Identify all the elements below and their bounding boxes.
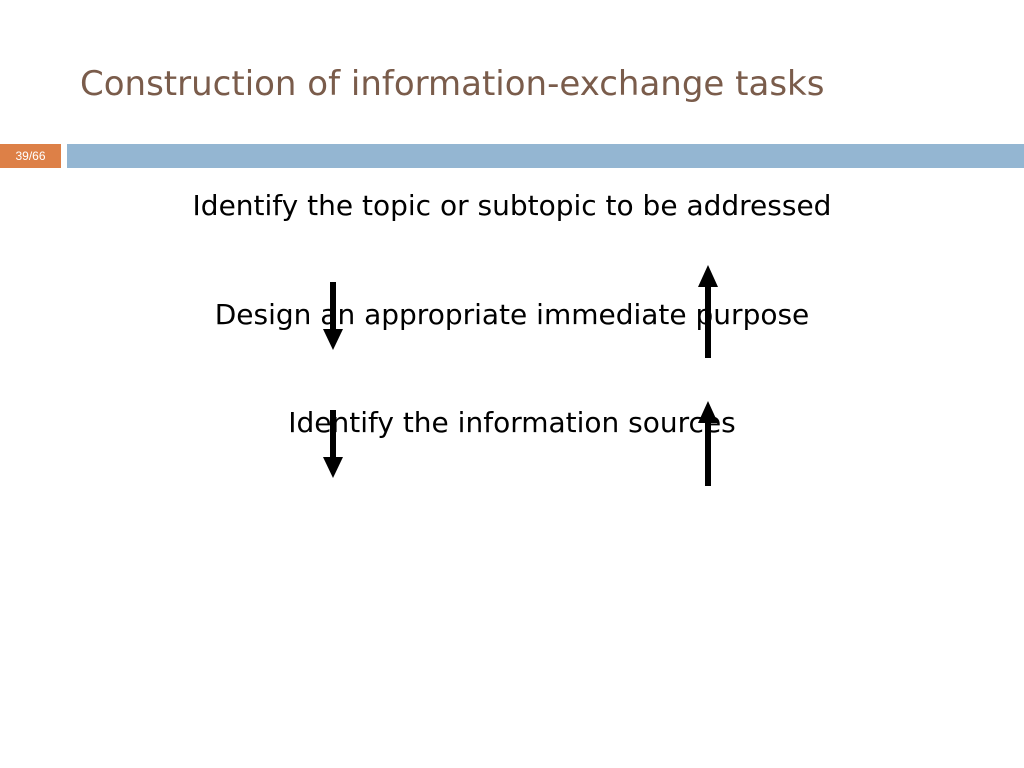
step-topic: Identify the topic or subtopic to be add…	[192, 189, 832, 222]
step-sources: Identify the information sources	[288, 406, 736, 439]
slide-title: Construction of information-exchange tas…	[80, 64, 825, 104]
page-number-badge: 39/66	[0, 144, 61, 168]
step-purpose: Design an appropriate immediate purpose	[214, 298, 810, 331]
header-bar	[67, 144, 1024, 168]
